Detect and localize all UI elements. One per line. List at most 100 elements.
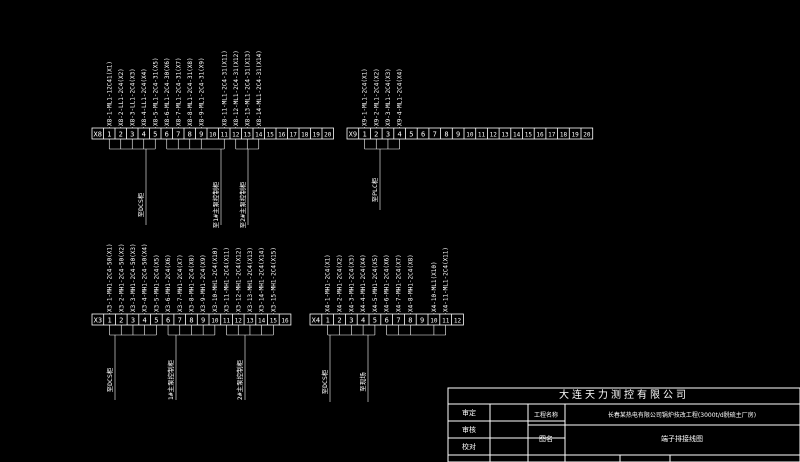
terminal-number: 9	[456, 130, 460, 138]
terminal-number: 16	[536, 131, 544, 138]
wire-label: X4-11-ML1-2C4(X11)	[443, 247, 450, 312]
wire-label: X3-1-MH1-2C4-50(X1)	[107, 243, 114, 312]
project-name: 长春某热电有限公司锅炉技改工程(3000t/d脱硫主厂房)	[608, 411, 756, 419]
terminal-number: 5	[154, 316, 158, 324]
wire-label: X8-14-ML1-2C4-31(X14)	[256, 50, 263, 126]
wire-label: X3-10-MH1-2C4(X10)	[212, 247, 219, 312]
terminal-number: 7	[178, 316, 182, 324]
strip-id: X9	[349, 130, 357, 138]
wire-label: X3-3-MH1-2C4-50(X3)	[130, 243, 137, 312]
wire-label: X8-7-ML1-2C4-31(X7)	[175, 57, 182, 126]
terminal-number: 12	[235, 317, 243, 324]
group-label: 至DCS柜	[136, 192, 145, 217]
strip-id: X3	[94, 316, 102, 324]
terminal-number: 8	[444, 130, 448, 138]
terminal-number: 20	[324, 131, 332, 138]
strip-id: X4	[312, 316, 320, 324]
terminal-number: 10	[211, 317, 219, 324]
wire-label: X8-11-ML1-2C4-31(X11)	[221, 50, 228, 126]
terminal-number: 2	[374, 130, 378, 138]
terminal-number: 13	[501, 131, 509, 138]
terminal-number: 2	[119, 316, 123, 324]
terminal-number: 14	[513, 131, 521, 138]
title-block-frame	[447, 387, 800, 462]
terminal-number: 2	[337, 316, 341, 324]
wire-label: X3-5-MH1-2C4(X5)	[153, 254, 160, 312]
terminal-number: 10	[466, 131, 474, 138]
terminal-number: 16	[281, 317, 289, 324]
wire-label: X3-2-MH1-2C4-50(X2)	[118, 243, 125, 312]
title-block-row-label: 审定	[462, 408, 476, 417]
wire-label: X8-3-LL1-2C4(X3)	[129, 68, 136, 126]
terminal-number: 6	[385, 316, 389, 324]
terminal-number: 1	[362, 130, 366, 138]
terminal-number: 4	[398, 130, 402, 138]
terminal-number: 9	[199, 130, 203, 138]
wire-label: X8-4-LL1-2C4(X4)	[141, 68, 148, 126]
terminal-number: 9	[201, 316, 205, 324]
group-label: 至PLC柜	[370, 177, 379, 202]
title-block-row-label: 校对	[462, 442, 476, 451]
wire-label: X4-1-MH1-2C4(X1)	[325, 254, 332, 312]
wire-label: X4-10-ML1(X10)	[431, 261, 438, 312]
terminal-number: 3	[131, 316, 135, 324]
wire-label: X8-12-ML1-2C4-31(X12)	[233, 50, 240, 126]
wire-label: X3-15-MH1-2C4(X15)	[270, 247, 277, 312]
terminal-number: 10	[209, 131, 217, 138]
wire-label: X4-7-MH1-2C4(X7)	[396, 254, 403, 312]
wire-label: X9-2-ML1-2C4(X2)	[373, 68, 380, 126]
group-label: 至DCS柜	[320, 369, 329, 394]
wire-label: X4-4-MH1-2C4(X4)	[360, 254, 367, 312]
wire-label: X8-1-ML1-12C41(X1)	[106, 61, 113, 126]
terminal-number: 19	[313, 131, 321, 138]
wire-label: X3-11-MH1-2C4(X11)	[224, 247, 231, 312]
terminal-number: 16	[278, 131, 286, 138]
group-label: 至1#主泵控制柜	[211, 181, 220, 228]
wire-label: X3-4-MH1-2C4-50(X4)	[142, 243, 149, 312]
wire-label: X3-7-MH1-2C4(X7)	[177, 254, 184, 312]
terminal-number: 17	[290, 131, 298, 138]
wire-label: X8-6-ML1-2C4-30(X6)	[164, 57, 171, 126]
title-block-row-label: 审核	[462, 425, 476, 434]
terminal-number: 12	[454, 317, 462, 324]
wire-label: X9-4-ML1-2C4(X4)	[397, 68, 404, 126]
terminal-number: 17	[548, 131, 556, 138]
wire-label: X8-5-ML1-2C4-31(X5)	[152, 57, 159, 126]
terminal-number: 14	[258, 317, 266, 324]
terminal-number: 8	[408, 316, 412, 324]
terminal-number: 11	[442, 317, 450, 324]
terminal-number: 9	[420, 316, 424, 324]
terminal-number: 10	[430, 317, 438, 324]
terminal-number: 4	[142, 130, 146, 138]
drawing-name: 端子排接线图	[661, 434, 703, 443]
terminal-number: 1	[107, 316, 111, 324]
wire-label: X3-12-MH1-2C4(X12)	[235, 247, 242, 312]
group-label: 1#主泵控制柜	[166, 359, 175, 400]
group-label: 至现场	[358, 372, 367, 392]
terminal-number: 18	[560, 131, 568, 138]
terminal-number: 4	[361, 316, 365, 324]
terminal-number: 11	[223, 317, 231, 324]
terminal-number: 8	[189, 316, 193, 324]
terminal-number: 13	[244, 131, 252, 138]
terminal-number: 15	[270, 317, 278, 324]
drawing-label: 图名	[539, 434, 553, 443]
wire-label: X3-6-MH1-2C4(X6)	[165, 254, 172, 312]
wire-label: X8-2-LL1-2C4(X2)	[118, 68, 125, 126]
terminal-number: 3	[349, 316, 353, 324]
terminal-number: 7	[176, 130, 180, 138]
terminal-number: 2	[119, 130, 123, 138]
wire-label: X9-3-ML1-2C4(X3)	[385, 68, 392, 126]
terminal-number: 14	[255, 131, 263, 138]
terminal-number: 5	[373, 316, 377, 324]
project-label: 工程名称	[534, 411, 558, 419]
terminal-number: 7	[396, 316, 400, 324]
wire-label: X4-3-MH1-2C4(X3)	[348, 254, 355, 312]
terminal-number: 6	[165, 130, 169, 138]
terminal-number: 15	[267, 131, 275, 138]
wire-label: X4-8-MH1-2C4(X8)	[407, 254, 414, 312]
